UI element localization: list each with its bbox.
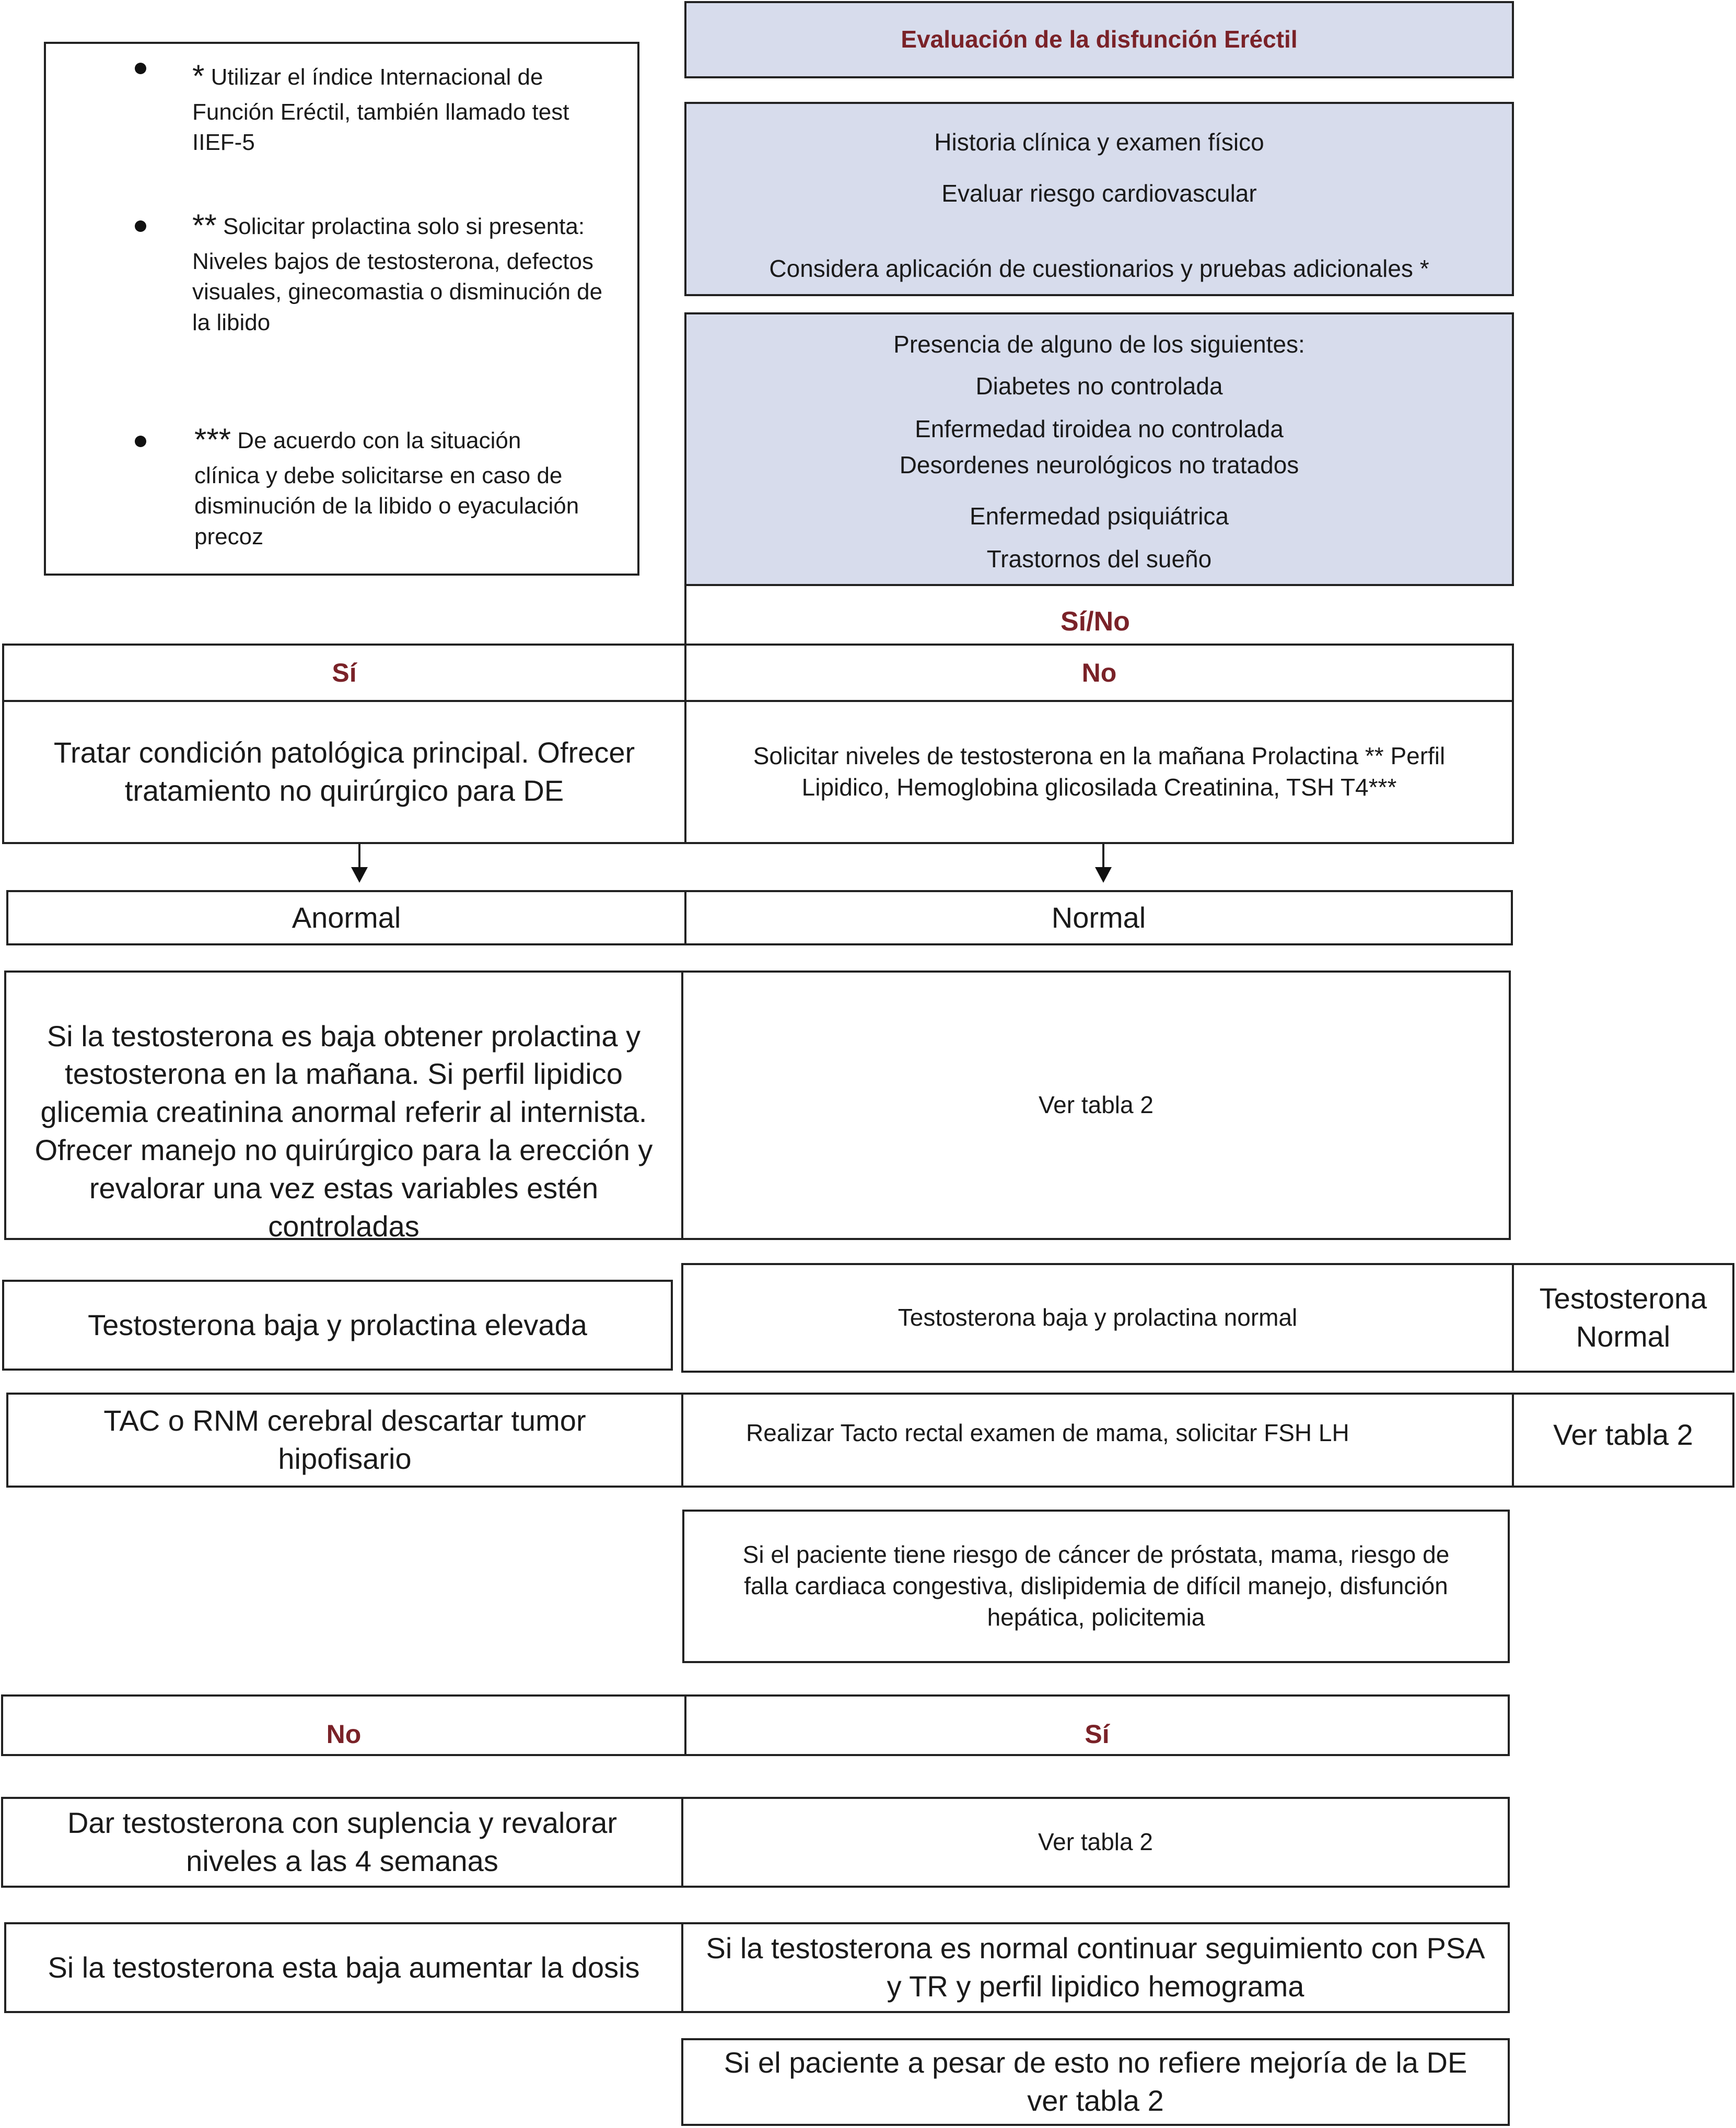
branch-question: Sí/No [1061, 606, 1130, 637]
high-prl-action: TAC o RNM cerebral descartar tumor hipof… [6, 1393, 683, 1488]
condition-item: Desordenes neurológicos no tratados [899, 451, 1299, 479]
footnotes-box: * Utilizar el índice Internacional de Fu… [44, 42, 639, 576]
footnote-3-mark: *** [194, 422, 231, 457]
risk-yes-action: Ver tabla 2 [681, 1797, 1510, 1888]
arrow-down-icon [1095, 867, 1112, 883]
normal-prl-action: Realizar Tacto rectal examen de mama, so… [681, 1393, 1514, 1488]
risk-no: No [1, 1694, 686, 1756]
risk-no-action: Dar testosterona con suplencia y revalor… [1, 1797, 683, 1888]
footnote-2: ** Solicitar prolactina solo si presenta… [192, 205, 605, 338]
risk-no-followup: Si la testosterona esta baja aumentar la… [4, 1922, 683, 2013]
arrow-line [1102, 843, 1104, 869]
final-note: Si el paciente a pesar de esto no refier… [681, 2038, 1510, 2126]
assessment-line-2: Evaluar riesgo cardiovascular [941, 179, 1257, 207]
footnote-3-text: De acuerdo con la situación clínica y de… [194, 428, 579, 549]
assessment-line-1: Historia clínica y examen físico [934, 128, 1264, 156]
footnote-1: * Utilizar el índice Internacional de Fu… [192, 55, 615, 158]
arrow-line [358, 843, 360, 869]
bullet-icon [135, 436, 146, 447]
no-action-box: Solicitar niveles de testosterona en la … [684, 700, 1514, 844]
bullet-icon [135, 220, 146, 232]
footnote-2-mark: ** [192, 208, 217, 243]
assessment-box: Historia clínica y examen físico Evaluar… [684, 102, 1514, 296]
low-t-high-prl: Testosterona baja y prolactina elevada [2, 1280, 673, 1371]
normal-t: Testosterona Normal [1512, 1263, 1734, 1373]
result-abnormal: Anormal [6, 890, 686, 945]
risk-yes: Sí [684, 1694, 1510, 1756]
conditions-box: Presencia de alguno de los siguientes: D… [684, 312, 1514, 586]
condition-item: Enfermedad psiquiátrica [969, 502, 1229, 530]
abnormal-action-box: Si la testosterona es baja obtener prola… [4, 971, 683, 1243]
conditions-heading: Presencia de alguno de los siguientes: [893, 331, 1305, 358]
bullet-icon [135, 63, 146, 74]
risk-question-box: Si el paciente tiene riesgo de cáncer de… [682, 1510, 1510, 1663]
branch-yes: Sí [2, 644, 686, 702]
flowchart-title: Evaluación de la disfunción Eréctil [684, 1, 1514, 78]
arrow-down-icon [351, 867, 368, 883]
yes-action-box: Tratar condición patológica principal. O… [2, 700, 686, 844]
low-t-normal-prl: Testosterona baja y prolactina normal [681, 1263, 1514, 1373]
footnote-1-text: Utilizar el índice Internacional de Func… [192, 64, 569, 156]
condition-item: Enfermedad tiroidea no controlada [915, 415, 1284, 442]
connector-line [684, 584, 686, 645]
condition-item: Trastornos del sueño [986, 545, 1212, 572]
footnote-1-mark: * [192, 59, 205, 93]
normal-t-action: Ver tabla 2 [1512, 1393, 1734, 1488]
condition-item: Diabetes no controlada [975, 372, 1223, 400]
result-normal: Normal [684, 890, 1513, 945]
normal-action-box: Ver tabla 2 [681, 971, 1511, 1240]
assessment-line-3: Considera aplicación de cuestionarios y … [769, 254, 1429, 282]
risk-yes-followup: Si la testosterona es normal continuar s… [681, 1922, 1510, 2013]
footnote-3: *** De acuerdo con la situación clínica … [194, 419, 591, 552]
branch-no: No [684, 644, 1514, 702]
footnote-2-text: Solicitar prolactina solo si presenta: N… [192, 214, 603, 335]
